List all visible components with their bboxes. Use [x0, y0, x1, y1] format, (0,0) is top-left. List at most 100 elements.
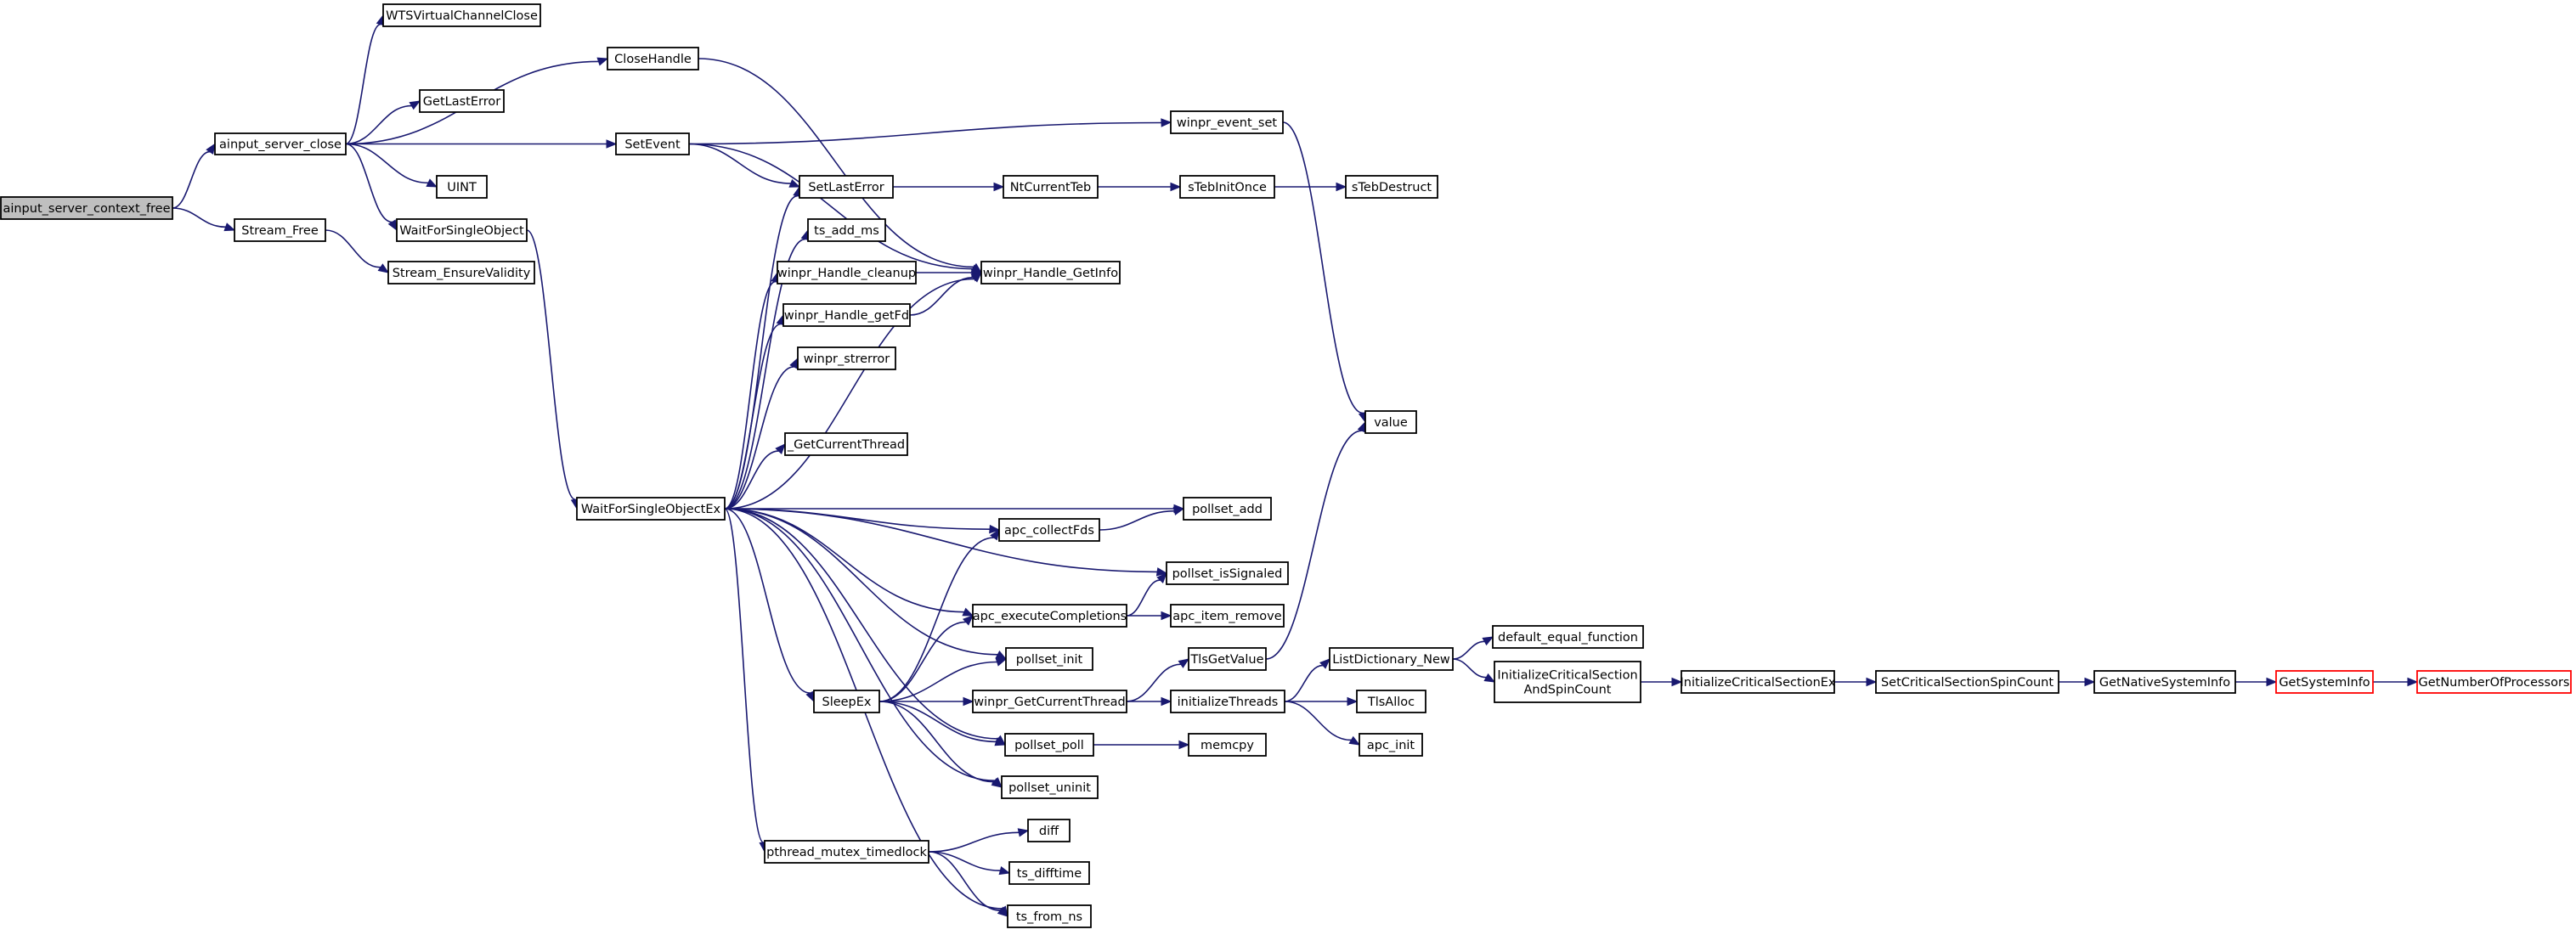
node-UINT[interactable]: UINT: [436, 175, 488, 199]
edge-WaitForSingleObjectEx-to-winpr_Handle_cleanup: [724, 271, 780, 510]
node-Stream_Free[interactable]: Stream_Free: [234, 218, 326, 242]
node-winpr_GetCurrentThread[interactable]: winpr_GetCurrentThread: [972, 690, 1127, 713]
edge-ainput_server_context_free-to-Stream_Free: [172, 207, 236, 232]
edge-line: [724, 280, 776, 510]
node-default_equal_function[interactable]: default_equal_function: [1492, 625, 1644, 649]
node-box: [1492, 625, 1644, 649]
node-label: UINT: [447, 181, 477, 194]
edge-line: [345, 143, 393, 223]
node-SleepEx[interactable]: SleepEx: [813, 690, 880, 713]
edge-arrowhead: [1671, 677, 1683, 687]
node-ainput_server_context_free[interactable]: ainput_server_context_free: [0, 196, 173, 220]
edge-line: [172, 150, 211, 209]
node-SetLastError[interactable]: SetLastError: [799, 175, 894, 199]
node-winpr_event_set[interactable]: winpr_event_set: [1170, 110, 1284, 134]
node-pollset_uninit[interactable]: pollset_uninit: [1001, 775, 1099, 799]
node-ts_add_ms[interactable]: ts_add_ms: [807, 218, 886, 242]
node-box: [1166, 561, 1289, 585]
node-label: pollset_poll: [1014, 739, 1084, 752]
node-GetNativeSystemInfo[interactable]: GetNativeSystemInfo: [2093, 670, 2236, 694]
node-WTSVirtualChannelClose[interactable]: WTSVirtualChannelClose: [382, 3, 541, 27]
node-label: ListDictionary_New: [1332, 653, 1450, 667]
node-pollset_init[interactable]: pollset_init: [1005, 647, 1093, 671]
node-box: [782, 303, 911, 327]
node-TlsAlloc[interactable]: TlsAlloc: [1356, 690, 1426, 713]
node-label: AndSpinCount: [1523, 684, 1611, 697]
node-pollset_add[interactable]: pollset_add: [1183, 497, 1272, 521]
node-WaitForSingleObjectEx[interactable]: WaitForSingleObjectEx: [576, 497, 726, 521]
edge-line: [1282, 121, 1364, 414]
node-TlsGetValue[interactable]: TlsGetValue: [1188, 647, 1267, 671]
node-box: [1001, 775, 1099, 799]
node-label: Stream_Free: [241, 224, 319, 238]
node-box: [1875, 670, 2059, 694]
node-apc_init[interactable]: apc_init: [1359, 733, 1423, 757]
node-apc_executeCompletions[interactable]: apc_executeCompletions: [972, 604, 1127, 628]
node-pollset_poll[interactable]: pollset_poll: [1004, 733, 1094, 757]
node-box: [1170, 110, 1284, 134]
node-sTebInitOnce[interactable]: sTebInitOnce: [1179, 175, 1275, 199]
node-sTebDestruct[interactable]: sTebDestruct: [1345, 175, 1438, 199]
edge-winpr_event_set-to-value: [1282, 121, 1368, 424]
node-label: pollset_isSignaled: [1172, 567, 1283, 581]
node-winpr_Handle_cleanup[interactable]: winpr_Handle_cleanup: [777, 261, 917, 284]
edge-line: [724, 508, 964, 613]
node-label: pollset_uninit: [1008, 781, 1091, 795]
node-SetEvent[interactable]: SetEvent: [615, 132, 690, 155]
node-ts_from_ns[interactable]: ts_from_ns: [1007, 904, 1092, 928]
edge-SetEvent-to-winpr_event_set: [688, 118, 1172, 145]
node-winpr_strerror[interactable]: winpr_strerror: [797, 346, 896, 370]
node-box: [1364, 410, 1417, 434]
node-ainput_server_close[interactable]: ainput_server_close: [214, 132, 347, 155]
edge-line: [724, 238, 805, 510]
edge-WaitForSingleObjectEx-to-winpr_Handle_getFd: [724, 313, 785, 510]
edge-line: [1126, 579, 1161, 617]
edge-arrowhead: [1161, 696, 1172, 707]
node-winpr_Handle_getFd[interactable]: winpr_Handle_getFd: [782, 303, 911, 327]
node-GetSystemInfo[interactable]: GetSystemInfo: [2275, 670, 2374, 694]
node-pthread_mutex_timedlock[interactable]: pthread_mutex_timedlock: [764, 840, 929, 864]
edge-arrowhead: [1866, 677, 1878, 687]
node-memcpy[interactable]: memcpy: [1188, 733, 1267, 757]
node-box: [2093, 670, 2236, 694]
edge-arrowhead: [775, 443, 786, 454]
node-winpr_Handle_GetInfo[interactable]: winpr_Handle_GetInfo: [980, 261, 1121, 284]
node-box: [1359, 733, 1423, 757]
node-initializeThreads[interactable]: initializeThreads: [1170, 690, 1285, 713]
edge-arrowhead: [596, 57, 609, 66]
node-box: [214, 132, 347, 155]
node-ts_difftime[interactable]: ts_difftime: [1008, 861, 1090, 885]
node-box: [1188, 647, 1267, 671]
node-NtCurrentTeb[interactable]: NtCurrentTeb: [1003, 175, 1099, 199]
node-box: [764, 840, 929, 864]
edge-arrowhead: [409, 100, 421, 110]
node-ListDictionary_New[interactable]: ListDictionary_New: [1329, 647, 1454, 671]
node-value[interactable]: value: [1364, 410, 1417, 434]
node-label: SleepEx: [822, 696, 871, 709]
node-diff[interactable]: diff: [1027, 819, 1071, 842]
node-WaitForSingleObject[interactable]: WaitForSingleObject: [396, 218, 528, 242]
node-SetCriticalSectionSpinCount[interactable]: SetCriticalSectionSpinCount: [1875, 670, 2059, 694]
edges-layer: [172, 14, 2419, 918]
node-label: GetLastError: [423, 95, 500, 109]
edge-line: [878, 537, 994, 702]
node-apc_item_remove[interactable]: apc_item_remove: [1170, 604, 1285, 628]
edge-ListDictionary_New-to-InitializeCriticalSectionAndSpinCount: [1452, 658, 1496, 683]
node-pollset_isSignaled[interactable]: pollset_isSignaled: [1166, 561, 1289, 585]
node-box: [419, 89, 505, 113]
node-GetNumberOfProcessors[interactable]: GetNumberOfProcessors: [2416, 670, 2572, 694]
edge-apc_collectFds-to-pollset_add: [1099, 506, 1185, 531]
node-_GetCurrentThread[interactable]: _GetCurrentThread: [784, 432, 908, 456]
edge-ainput_server_close-to-WaitForSingleObject: [345, 143, 398, 232]
node-Stream_EnsureValidity[interactable]: Stream_EnsureValidity: [387, 261, 535, 284]
node-box: [1329, 647, 1454, 671]
node-label: WaitForSingleObjectEx: [581, 503, 721, 516]
edge-arrowhead: [993, 182, 1005, 192]
node-CloseHandle[interactable]: CloseHandle: [607, 47, 699, 70]
node-InitializeCriticalSectionEx[interactable]: InitializeCriticalSectionEx: [1680, 670, 1836, 694]
node-apc_collectFds[interactable]: apc_collectFds: [998, 518, 1100, 542]
node-GetLastError[interactable]: GetLastError: [419, 89, 505, 113]
node-box: [1183, 497, 1272, 521]
node-label: InitializeCriticalSection: [1497, 669, 1637, 683]
